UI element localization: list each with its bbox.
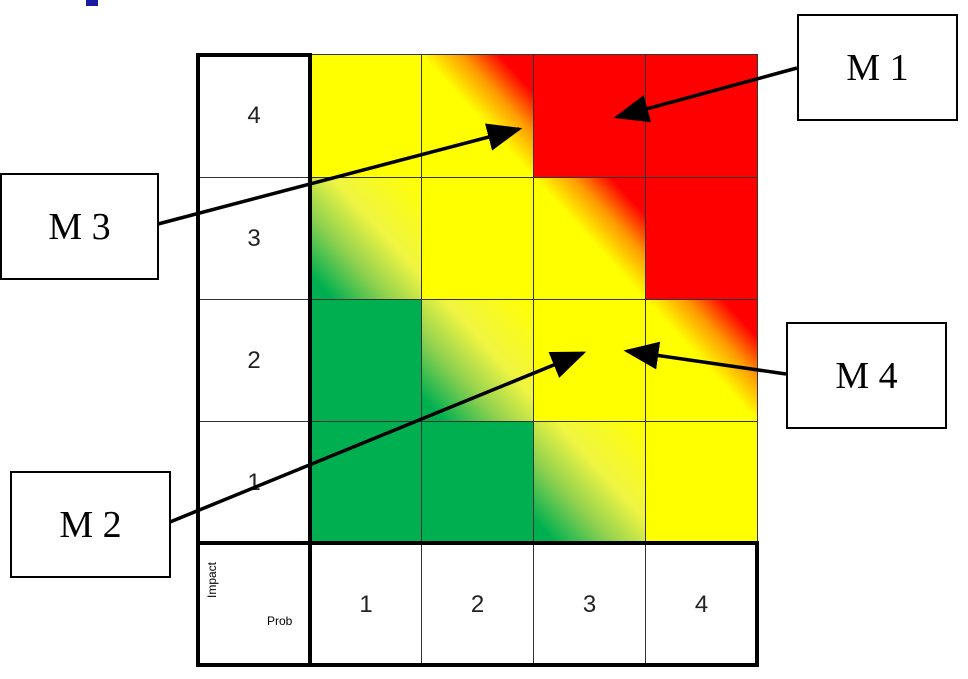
risk-cell [421, 299, 534, 422]
risk-cell [645, 177, 758, 300]
arrow-m3 [157, 123, 523, 226]
impact-level-label: 4 [197, 54, 311, 178]
risk-cell [533, 177, 646, 300]
callout-m4: M 4 [786, 322, 947, 429]
probability-level-label: 4 [645, 543, 758, 666]
impact-level-label: 2 [197, 299, 311, 422]
title-fragment [86, 0, 98, 6]
risk-cell [421, 177, 534, 300]
callout-m1: M 1 [797, 14, 958, 121]
probability-level-label: 1 [310, 543, 422, 666]
callout-m3: M 3 [0, 173, 159, 280]
arrow-m4 [623, 341, 787, 376]
arrow-m2 [169, 351, 587, 524]
arrow-m1 [613, 66, 798, 123]
risk-cell [645, 421, 758, 544]
callout-m2: M 2 [10, 471, 171, 578]
risk-cell [421, 54, 534, 178]
prob-axis-label: Prob [267, 614, 293, 628]
